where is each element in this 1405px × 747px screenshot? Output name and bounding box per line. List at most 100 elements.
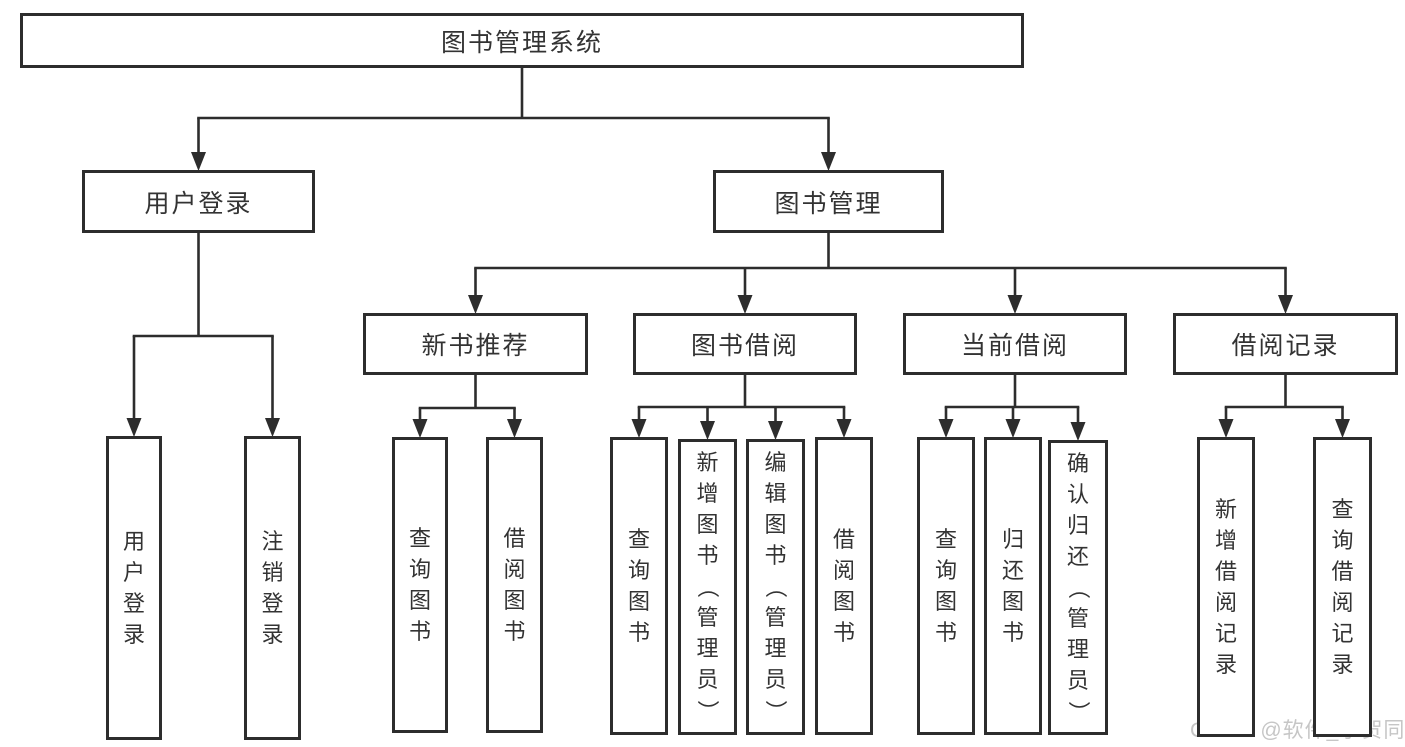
node-leaf-bw-query: 查询图书 [610,437,668,735]
node-leaf-bw-edit: 编辑图书（管理员） [746,439,805,735]
node-label-char: 图 [764,512,787,537]
node-leaf-rec-query: 查询借阅记录 [1313,437,1372,737]
node-label-char: 记 [1331,620,1354,646]
arrowhead-icon [191,152,206,171]
arrowhead-icon [700,421,715,440]
node-label-char: 编 [764,450,787,475]
node-label-char: 书 [832,619,855,645]
node-label-char: 增 [1214,527,1237,553]
node-label-char: 询 [1331,527,1354,553]
arrowhead-icon [768,421,783,440]
node-label-char: 图 [696,512,719,537]
node-label-char: 认 [1066,481,1089,507]
node-label-char: 还 [1066,543,1089,569]
node-label-char: 询 [408,556,431,582]
arrowhead-icon [836,419,852,438]
node-label-char: 员 [1066,667,1089,693]
arrowhead-icon [737,295,753,314]
node-label-char: 借 [832,526,855,552]
node-label-char: 录 [1331,651,1354,677]
node-label-char: 记 [1214,620,1237,646]
node-label-char: 辑 [764,481,787,506]
arrowhead-icon [265,418,280,437]
arrowhead-icon [507,419,522,438]
node-label-char: 书 [408,618,431,644]
arrowhead-icon [938,419,954,438]
node-label-char: 阅 [503,556,526,582]
node-label-char: 图 [934,588,957,614]
node-borrow: 图书借阅 [633,313,857,375]
node-label-char: 还 [1001,557,1024,583]
node-label-char: 归 [1001,526,1024,552]
node-label-char: 录 [261,621,284,647]
node-leaf-bw-borrow: 借阅图书 [815,437,873,735]
node-label-char: 查 [1331,496,1354,522]
node-label-char: 查 [408,525,431,551]
node-label: 图书借阅 [690,332,799,360]
node-label: 借阅记录 [1231,332,1340,360]
node-label: 用户登录 [144,189,253,218]
node-label-char: 借 [1214,558,1237,584]
arrowhead-icon [412,419,428,438]
node-label-char: 图 [1001,588,1024,614]
node-label-char: 阅 [1331,589,1354,615]
node-label-char: 增 [696,481,719,506]
node-label-char: 注 [261,528,284,554]
node-label-char: 管 [1066,605,1089,631]
arrowhead-icon [1335,419,1350,438]
node-current: 当前借阅 [903,313,1127,375]
node-mgmt: 图书管理 [713,170,944,233]
node-label-char: 员 [696,667,719,692]
node-leaf-user-login: 用户登录 [106,436,162,740]
arrowhead-icon [468,295,483,314]
node-label-char: 管 [696,605,719,630]
node-label-char: 图 [832,588,855,614]
node-root: 图书管理系统 [20,13,1024,68]
node-label-char: 书 [1001,619,1024,645]
node-label: 新书推荐 [421,332,530,360]
node-label-char: ） [763,699,789,723]
node-label-char: 理 [696,636,719,661]
node-label-char: 录 [1214,651,1237,677]
node-label-char: 借 [1331,558,1354,584]
node-leaf-nb-query: 查询图书 [392,437,448,733]
node-records: 借阅记录 [1173,313,1398,375]
node-label-char: 确 [1066,450,1089,476]
node-leaf-logout: 注销登录 [244,436,301,740]
node-leaf-cur-query: 查询图书 [917,437,975,735]
node-label-char: 归 [1066,512,1089,538]
node-label-char: 书 [503,618,526,644]
node-label-char: （ [763,575,789,599]
node-leaf-cur-return: 归还图书 [984,437,1042,735]
node-label-char: 新 [1214,496,1237,522]
node-label-char: 书 [627,619,650,645]
node-label-char: 员 [764,667,787,692]
arrowhead-icon [631,419,647,438]
node-label-char: 理 [1066,636,1089,662]
node-leaf-bw-add: 新增图书（管理员） [678,439,737,735]
node-label-char: 图 [503,587,526,613]
node-label-char: 查 [627,526,650,552]
node-login: 用户登录 [82,170,315,233]
arrowhead-icon [1007,295,1023,314]
node-leaf-cur-confirm: 确认归还（管理员） [1048,440,1108,735]
node-label-char: 新 [696,450,719,475]
node-label-char: 书 [696,543,719,568]
node-label-char: 登 [122,590,145,616]
node-leaf-rec-add: 新增借阅记录 [1197,437,1255,737]
node-label-char: 询 [934,557,957,583]
node-label-char: 用 [122,528,145,554]
node-label-char: 查 [934,526,957,552]
node-label: 图书管理 [774,189,883,218]
arrowhead-icon [821,152,836,171]
node-label-char: 书 [934,619,957,645]
node-label-char: 借 [503,525,526,551]
arrowhead-icon [1278,295,1293,314]
node-label-char: 阅 [832,557,855,583]
node-label-char: 户 [122,559,145,585]
node-label-char: 询 [627,557,650,583]
node-label-char: 管 [764,605,787,630]
arrowhead-icon [1218,419,1234,438]
